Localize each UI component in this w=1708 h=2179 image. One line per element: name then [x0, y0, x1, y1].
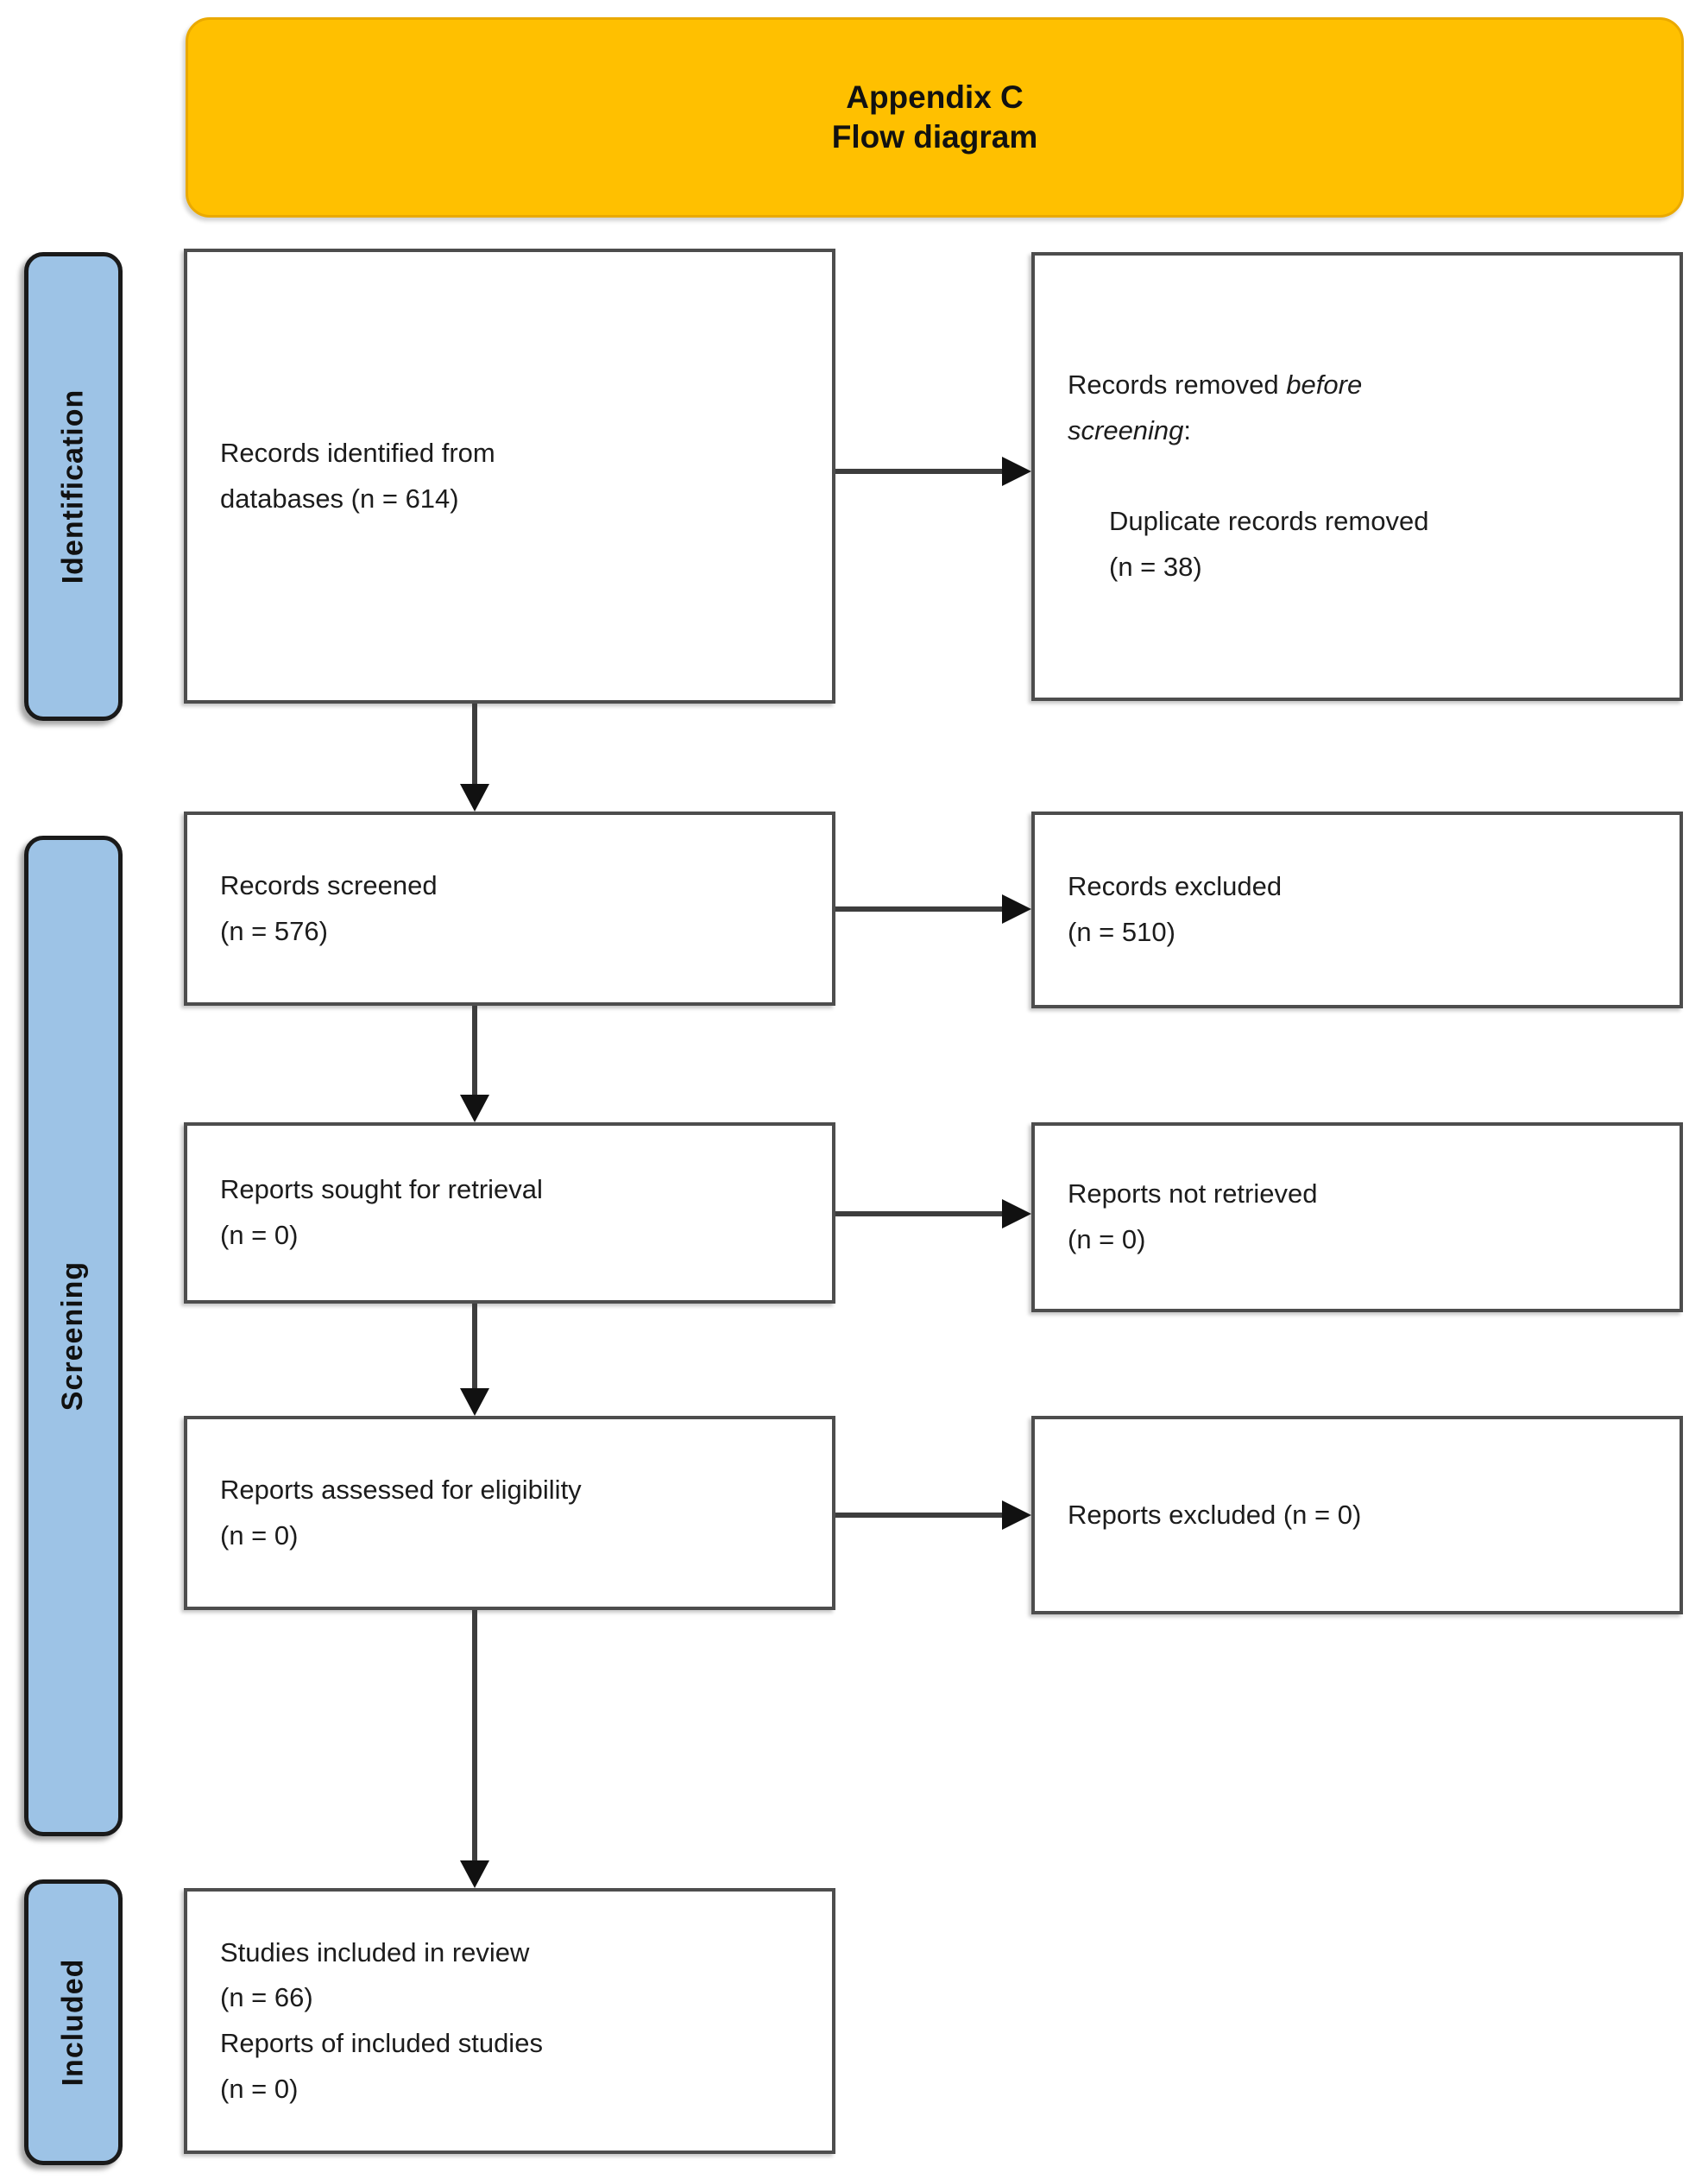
- arrow-screened-to-excluded: [835, 906, 1002, 912]
- records-removed-heading: Records removed before screening:: [1068, 363, 1662, 453]
- records-removed-prefix: Records removed: [1068, 369, 1287, 401]
- box-records-identified-text: Records identified from databases (n = 6…: [220, 437, 495, 514]
- box-studies-included: Studies included in review (n = 66) Repo…: [184, 1888, 835, 2154]
- arrow-sought-to-assessed: [472, 1304, 477, 1388]
- stage-bar-screening: Screening: [24, 836, 123, 1836]
- records-removed-italic: before screening: [1068, 369, 1363, 445]
- box-reports-assessed-text: Reports assessed for eligibility (n = 0): [220, 1474, 582, 1551]
- stage-label-screening: Screening: [56, 1260, 90, 1412]
- header-title-line1: Appendix C: [846, 79, 1024, 115]
- box-records-identified: Records identified from databases (n = 6…: [184, 249, 835, 704]
- box-reports-not-retrieved-text: Reports not retrieved (n = 0): [1068, 1178, 1318, 1254]
- header-box: Appendix C Flow diagram: [186, 17, 1684, 218]
- arrow-identified-to-removed: [835, 469, 1002, 474]
- box-records-screened-text: Records screened (n = 576): [220, 869, 438, 946]
- box-records-excluded: Records excluded (n = 510): [1031, 812, 1683, 1008]
- stage-label-included: Included: [56, 1958, 90, 2087]
- box-records-removed: Records removed before screening: Duplic…: [1031, 252, 1683, 701]
- stage-bar-identification: Identification: [24, 252, 123, 721]
- box-records-removed-text: Records removed before screening: Duplic…: [1035, 318, 1680, 636]
- arrow-assessed-to-included: [472, 1610, 477, 1860]
- box-reports-excluded: Reports excluded (n = 0): [1031, 1416, 1683, 1614]
- records-removed-colon: :: [1183, 414, 1192, 445]
- box-studies-included-text: Studies included in review (n = 66) Repo…: [220, 1936, 543, 2104]
- box-reports-sought-text: Reports sought for retrieval (n = 0): [220, 1174, 543, 1250]
- records-removed-detail: Duplicate records removed (n = 38): [1109, 506, 1429, 583]
- box-reports-sought: Reports sought for retrieval (n = 0): [184, 1122, 835, 1304]
- arrow-assessed-to-reports-excluded: [835, 1513, 1002, 1518]
- header-title-line2: Flow diagram: [831, 119, 1038, 155]
- box-records-excluded-text: Records excluded (n = 510): [1068, 871, 1283, 947]
- box-reports-excluded-text: Reports excluded (n = 0): [1068, 1499, 1362, 1530]
- box-reports-not-retrieved: Reports not retrieved (n = 0): [1031, 1122, 1683, 1312]
- box-reports-assessed: Reports assessed for eligibility (n = 0): [184, 1416, 835, 1610]
- stage-label-identification: Identification: [56, 388, 90, 584]
- arrow-sought-to-not-retrieved: [835, 1211, 1002, 1216]
- arrow-identified-to-screened: [472, 704, 477, 784]
- box-records-screened: Records screened (n = 576): [184, 812, 835, 1006]
- arrow-screened-to-sought: [472, 1006, 477, 1095]
- stage-bar-included: Included: [24, 1879, 123, 2165]
